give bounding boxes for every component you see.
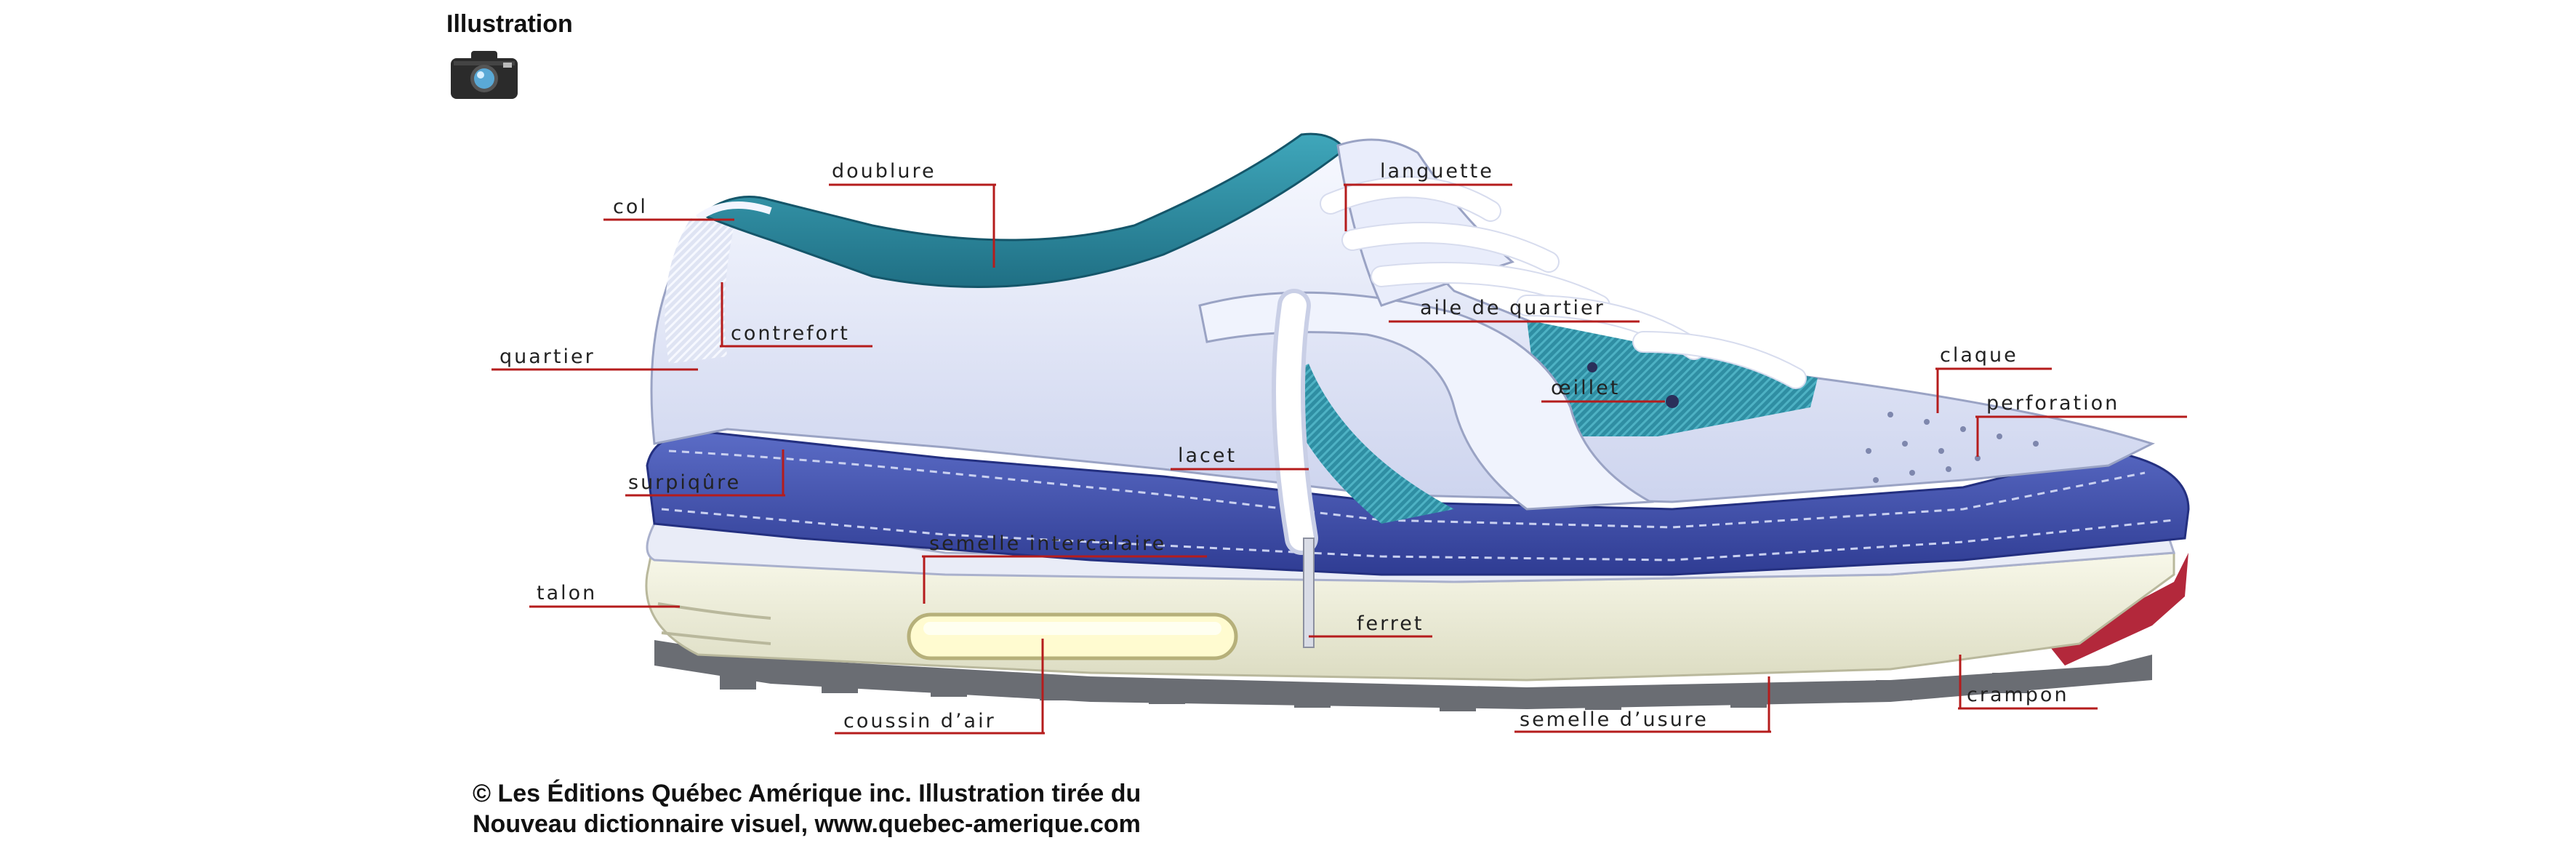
label-ferret: ferret bbox=[1357, 612, 1424, 635]
eyelet bbox=[1666, 395, 1679, 408]
label-doublure: doublure bbox=[832, 160, 936, 183]
label-talon: talon bbox=[537, 582, 597, 604]
copyright-line-1: © Les Éditions Québec Amérique inc. Illu… bbox=[473, 780, 1141, 807]
section-heading: Illustration bbox=[446, 10, 573, 38]
label-semelle-dusure: semelle d’usure bbox=[1520, 708, 1709, 731]
label-surpiqure: surpiqûre bbox=[628, 471, 741, 494]
label-claque: claque bbox=[1940, 344, 2018, 367]
lining bbox=[699, 132, 1347, 289]
heel-counter bbox=[665, 218, 734, 364]
label-oeillet: œillet bbox=[1551, 377, 1620, 399]
shoe-illustration bbox=[645, 132, 2190, 711]
label-semelle-intercalaire: semelle intercalaire bbox=[929, 532, 1166, 555]
camera-icon[interactable] bbox=[449, 48, 519, 100]
label-col: col bbox=[613, 196, 648, 218]
eyestay bbox=[1527, 320, 1818, 436]
label-aile-de-quartier: aile de quartier bbox=[1420, 297, 1605, 319]
diagram-labels bbox=[491, 183, 2187, 735]
copyright-notice: © Les Éditions Québec Amérique inc. Illu… bbox=[473, 778, 1141, 839]
aglet bbox=[1303, 538, 1315, 648]
laces bbox=[1320, 176, 1807, 389]
label-quartier: quartier bbox=[499, 345, 595, 368]
air-cushion bbox=[907, 612, 1238, 660]
label-contrefort: contrefort bbox=[731, 322, 850, 345]
label-perforation: perforation bbox=[1986, 392, 2119, 415]
label-lacet: lacet bbox=[1178, 444, 1237, 467]
wing-panel bbox=[1198, 291, 1655, 511]
label-crampon: crampon bbox=[1967, 684, 2069, 706]
label-languette: languette bbox=[1380, 160, 1494, 183]
label-coussin-dair: coussin d’air bbox=[843, 710, 996, 732]
copyright-line-2: Nouveau dictionnaire visuel, www.quebec-… bbox=[473, 810, 1141, 838]
outsole bbox=[654, 640, 2152, 711]
